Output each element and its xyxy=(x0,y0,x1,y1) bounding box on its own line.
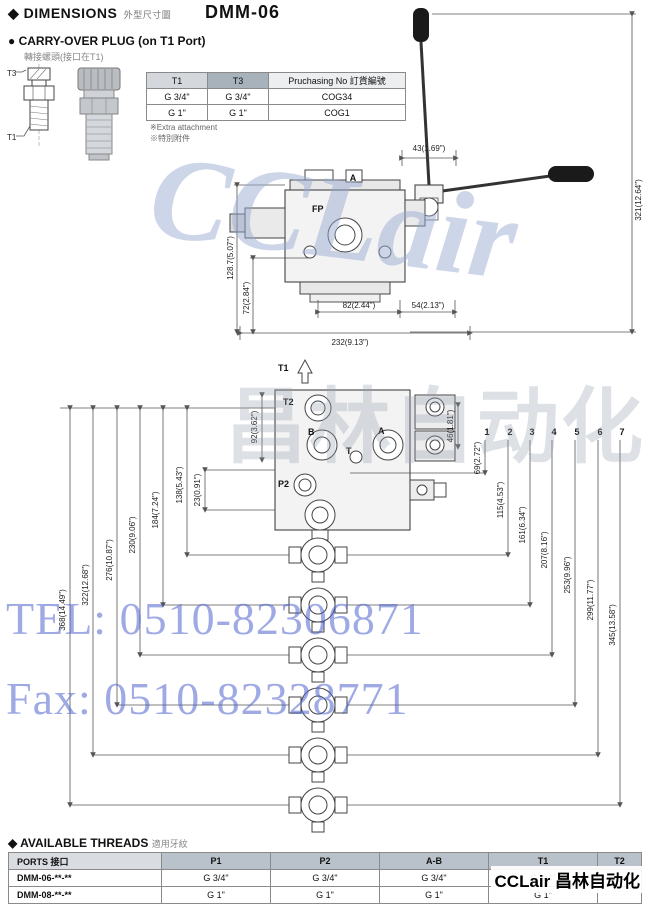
dimensions-title: ◆ DIMENSIONS xyxy=(8,5,118,21)
dim-bottom-right: 54(2.13") xyxy=(412,301,445,310)
t1-port-arrow: T1 xyxy=(278,358,313,384)
cell: COG1 xyxy=(268,104,406,121)
col-header-t1: T1 xyxy=(146,72,208,89)
station-number-2: 2 xyxy=(507,427,512,437)
col-header-ports: PORTS 接口 xyxy=(8,852,162,870)
note-en: ※Extra attachment xyxy=(150,123,218,132)
model-cell: DMM-08-**-** xyxy=(8,886,162,904)
dim-115: 115(4.53") xyxy=(496,481,505,518)
port-label-fp: FP xyxy=(312,204,324,214)
dim-top: 43(1.69") xyxy=(413,144,446,153)
dim-92: 92(3.62") xyxy=(250,410,259,443)
col-header-ab: A-B xyxy=(379,852,489,870)
section xyxy=(288,787,348,833)
dim-lever-height: 321(12.64") xyxy=(634,179,643,221)
model-number: DMM-06 xyxy=(205,2,281,22)
available-threads-title: ◆ AVAILABLE THREADS 適用牙紋 xyxy=(8,836,188,850)
threads-title-cn: 適用牙紋 xyxy=(151,839,188,849)
port-label-p2: P2 xyxy=(278,479,289,489)
station-number-5: 5 xyxy=(574,427,579,437)
carry-over-subtitle-cn: 轉接螺頭(接口在T1) xyxy=(24,52,104,62)
station-number-1: 1 xyxy=(484,427,489,437)
table-row: T1 T3 Pruchasing No 訂貨編號 xyxy=(146,72,406,89)
valve-body: A FP xyxy=(229,169,426,303)
dim-322: 322(12.68") xyxy=(81,564,90,606)
station-number-6: 6 xyxy=(597,427,602,437)
cell: G 3/4" xyxy=(161,869,271,887)
cell: G 3/4" xyxy=(379,869,489,887)
carry-over-table: T1 T3 Pruchasing No 訂貨編號 G 3/4" G 3/4" C… xyxy=(146,72,406,121)
dim-138: 138(5.43") xyxy=(175,466,184,503)
dim-161: 161(6.34") xyxy=(518,506,527,543)
plug-line-drawing: T3 T1 xyxy=(7,64,55,146)
dim-184: 184(7.24") xyxy=(151,491,160,528)
dimension-lines: 43(1.69") 321(12.64") 128.7(5.07") 72(2.… xyxy=(226,11,643,347)
lever xyxy=(413,8,594,221)
cell: G 3/4" xyxy=(270,869,380,887)
station-number-4: 4 xyxy=(551,427,556,437)
dim-299: 299(11.77") xyxy=(586,579,595,620)
dimensions-title-cn: 外型尺寸圖 xyxy=(123,10,172,20)
col-header-t1: T1 xyxy=(488,852,598,870)
port-label-t1: T1 xyxy=(278,363,289,373)
valve-side-view-diagram: A FP 43(1.69") 321(12.64") 128.7(5.07") … xyxy=(226,8,643,347)
table-header-row: PORTS 接口 P1 P2 A-B T1 T2 xyxy=(8,852,642,870)
table-row: G 1" G 1" COG1 xyxy=(146,104,406,121)
port-label-t2: T2 xyxy=(283,397,294,407)
port-label-t: T xyxy=(346,446,352,456)
section xyxy=(288,587,348,633)
cell: G 1" xyxy=(161,886,271,904)
col-header-t3: T3 xyxy=(207,72,269,89)
col-header-p2: P2 xyxy=(270,852,380,870)
dim-230: 230(9.06") xyxy=(128,516,137,553)
left-dimension-chain: 92(3.62") 23(0.91") 138(5.43") 184(7.24"… xyxy=(58,392,289,808)
section xyxy=(288,687,348,733)
valve-stack-diagram: T1 T2 B T A P2 P1 xyxy=(58,358,625,833)
plug-label-t3: T3 xyxy=(7,69,17,78)
dim-46: 46(1.81") xyxy=(446,409,455,442)
station-number-3: 3 xyxy=(529,427,534,437)
dim-345: 345(13.58") xyxy=(608,604,617,646)
dim-69: 69(2.72") xyxy=(473,441,482,474)
station-number-7: 7 xyxy=(619,427,624,437)
dim-207: 207(8.16") xyxy=(540,531,549,568)
threads-title-en: ◆ AVAILABLE THREADS xyxy=(8,836,149,850)
page-title: ◆ DIMENSIONS 外型尺寸圖 xyxy=(8,5,171,22)
port-label-b: B xyxy=(308,427,315,437)
footer-brand: CCLair 昌林自动化 xyxy=(490,866,644,893)
col-header-p1: P1 xyxy=(161,852,271,870)
plug-label-t1: T1 xyxy=(7,133,17,142)
extra-attachment-notes: ※Extra attachment ※特別附件 xyxy=(150,122,217,144)
dim-368: 368(14.49") xyxy=(58,589,67,631)
cell: G 1" xyxy=(270,886,380,904)
dim-bottom-left: 82(2.44") xyxy=(343,301,376,310)
dim-left-outer: 128.7(5.07") xyxy=(226,236,235,280)
port-label-a: A xyxy=(350,173,357,183)
col-header-t2: T2 xyxy=(597,852,642,870)
valve-sections-stack xyxy=(288,537,348,833)
dim-bottom-total: 232(9.13") xyxy=(331,338,368,347)
right-dimension-chain: 46(1.81") 1 2 3 4 5 6 7 69(2.72") 115(4.… xyxy=(347,402,625,808)
valve-top-view: T2 B T A P2 P1 xyxy=(274,389,456,557)
dim-23: 23(0.91") xyxy=(193,473,202,506)
section xyxy=(288,737,348,783)
cell: G 1" xyxy=(379,886,489,904)
dim-left-inner: 72(2.84") xyxy=(242,281,251,314)
carry-over-title: ● CARRY-OVER PLUG (on T1 Port) xyxy=(8,34,206,48)
plug-photo xyxy=(77,67,121,161)
section xyxy=(288,537,348,583)
dim-276: 276(10.87") xyxy=(105,539,114,581)
section xyxy=(288,637,348,683)
table-row: G 3/4" G 3/4" COG34 xyxy=(146,88,406,105)
carry-over-plug-drawing: T3 T1 xyxy=(7,64,121,161)
model-cell: DMM-06-**-** xyxy=(8,869,162,887)
dim-253: 253(9.96") xyxy=(563,556,572,593)
port-label-a: A xyxy=(378,426,385,436)
note-cn: ※特別附件 xyxy=(150,134,190,143)
